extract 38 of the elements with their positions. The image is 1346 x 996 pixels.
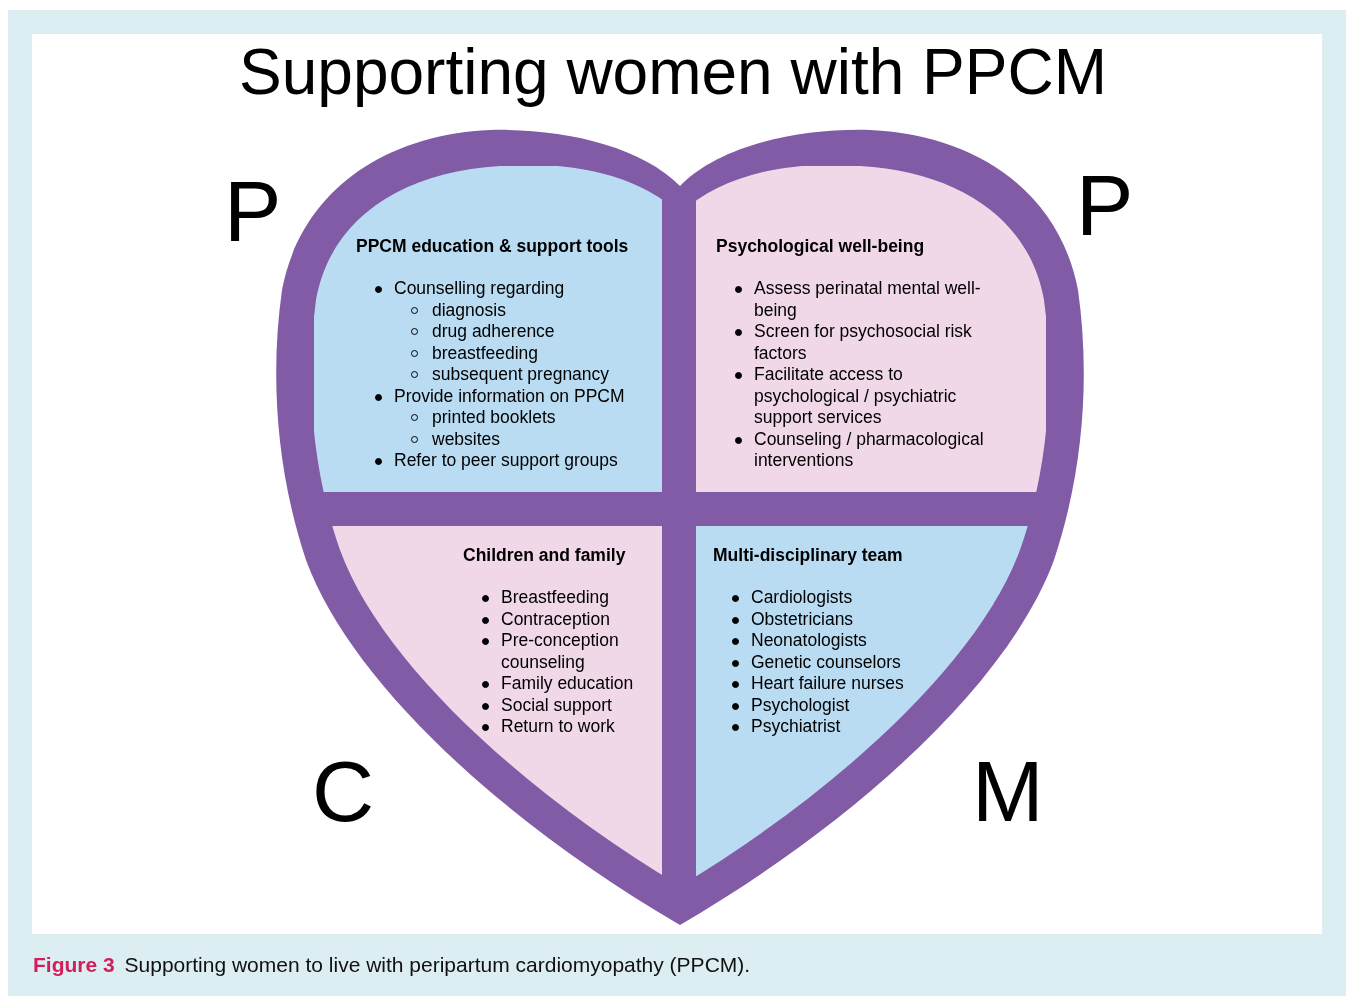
figure-caption: Figure 3 Supporting women to live with peripartum cardiomyopathy (PPCM).: [33, 953, 751, 977]
sub-bullet-item: drug adherence: [356, 321, 656, 343]
bullet-item: Refer to peer support groups: [356, 450, 656, 472]
bullet-item: Contraception: [463, 608, 661, 630]
quadrant-letter: C: [312, 748, 375, 834]
bullet-item: Psychologist: [713, 694, 943, 716]
bullet-item: Social support: [463, 694, 661, 716]
bullet-item: Facilitate access to psychological / psychiatric support services: [716, 364, 1012, 429]
bullet-item: Family education: [463, 673, 661, 695]
bullet-item: Counselling regarding: [356, 278, 656, 300]
sub-bullet-item: websites: [356, 428, 656, 450]
bullet-item: Counseling / pharmacological interventions: [716, 428, 1012, 472]
bullet-item: Neonatologists: [713, 630, 943, 652]
bullet-item: Screen for psychosocial risk factors: [716, 321, 1012, 364]
bullet-item: Obstetricians: [713, 608, 943, 630]
bullet-item: Psychiatrist: [713, 716, 943, 738]
bullet-item: Return to work: [463, 716, 661, 738]
quadrant-letter: P: [224, 168, 282, 254]
quadrant-panel: [314, 166, 662, 492]
quadrant-letter: M: [972, 748, 1044, 834]
bullet-item: Breastfeeding: [463, 587, 661, 609]
panel-heading: Psychological well-being: [716, 235, 925, 257]
panel-heading: Multi-disciplinary team: [713, 544, 903, 566]
bullet-item: Assess perinatal mental well-being: [716, 278, 1012, 321]
bullet-item: Provide information on PPCM: [356, 385, 656, 407]
bullet-item: Genetic counselors: [713, 651, 943, 673]
bullet-item: Heart failure nurses: [713, 673, 943, 695]
sub-bullet-item: printed booklets: [356, 407, 656, 429]
diagram-title: Supporting women with PPCM: [238, 35, 1108, 110]
quadrant-letter: P: [1076, 162, 1134, 248]
quadrant-panel: [696, 166, 1046, 492]
sub-bullet-item: subsequent pregnancy: [356, 364, 656, 386]
bullet-item: Cardiologists: [713, 587, 943, 609]
sub-bullet-item: breastfeeding: [356, 342, 656, 364]
panel-heading: Children and family: [463, 544, 626, 566]
sub-bullet-item: diagnosis: [356, 299, 656, 321]
panel-heading: PPCM education & support tools: [356, 235, 629, 257]
bullet-item: Pre-conception counseling: [463, 630, 661, 673]
